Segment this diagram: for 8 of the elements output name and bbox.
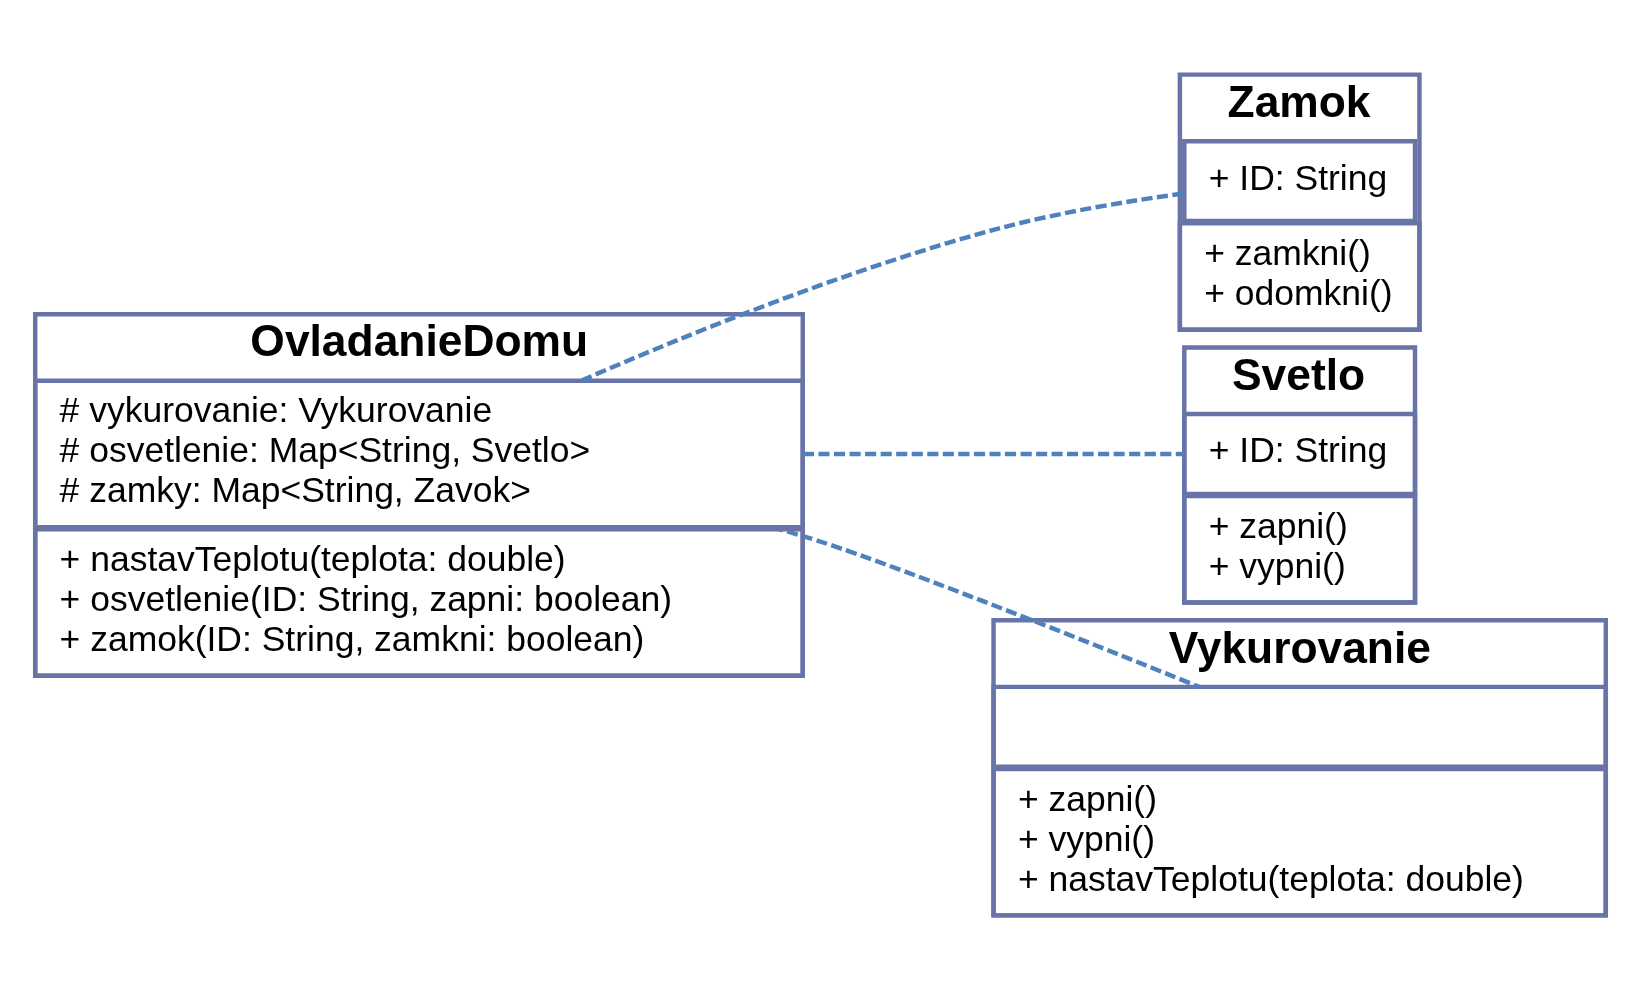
node-box: + zapni() + vypni() + nastavTeplotu(teplota: double) (991, 766, 1608, 918)
connector (802, 451, 1184, 456)
node-box: + zamkni() + odomkni() (1177, 220, 1422, 332)
connector (771, 524, 1201, 689)
node-box: + ID: String (1182, 411, 1418, 496)
node-box: + zapni() + vypni() (1182, 493, 1418, 605)
node-box: + ID: String (1182, 138, 1418, 223)
connector (580, 190, 1184, 383)
